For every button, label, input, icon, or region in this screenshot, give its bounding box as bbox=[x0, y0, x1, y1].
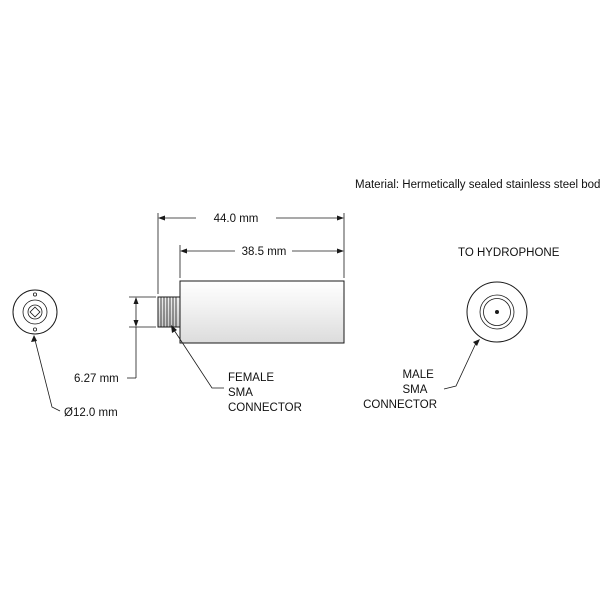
body-length-label: 38.5 mm bbox=[242, 246, 287, 258]
to-hydrophone-label: TO HYDROPHONE bbox=[458, 247, 560, 259]
male-end-view bbox=[466, 281, 528, 343]
female-connector-leader bbox=[171, 325, 224, 389]
male-connector-line-2: SMA bbox=[403, 384, 428, 396]
female-connector-label: FEMALE SMA CONNECTOR bbox=[228, 372, 302, 414]
female-connector-line-2: SMA bbox=[228, 387, 253, 399]
male-connector-line-3: CONNECTOR bbox=[363, 399, 437, 411]
overall-length-dimension bbox=[157, 213, 345, 294]
thread-diameter-label: 6.27 mm bbox=[74, 373, 119, 385]
female-connector-line-1: FEMALE bbox=[228, 372, 274, 384]
body-length-dimension bbox=[179, 245, 344, 278]
female-end-view bbox=[12, 289, 58, 335]
face-diameter-leader bbox=[31, 335, 61, 412]
male-connector-line-1: MALE bbox=[402, 369, 434, 381]
thread-diameter-dimension bbox=[127, 296, 156, 379]
male-connector-leader bbox=[443, 339, 480, 390]
male-connector-label: MALE SMA CONNECTOR bbox=[363, 369, 437, 411]
adapter-side-view bbox=[157, 280, 345, 344]
overall-length-label: 44.0 mm bbox=[214, 213, 259, 225]
female-connector-line-3: CONNECTOR bbox=[228, 402, 302, 414]
material-note: Material: Hermetically sealed stainless … bbox=[355, 179, 600, 191]
face-diameter-label: Ø12.0 mm bbox=[64, 407, 118, 419]
